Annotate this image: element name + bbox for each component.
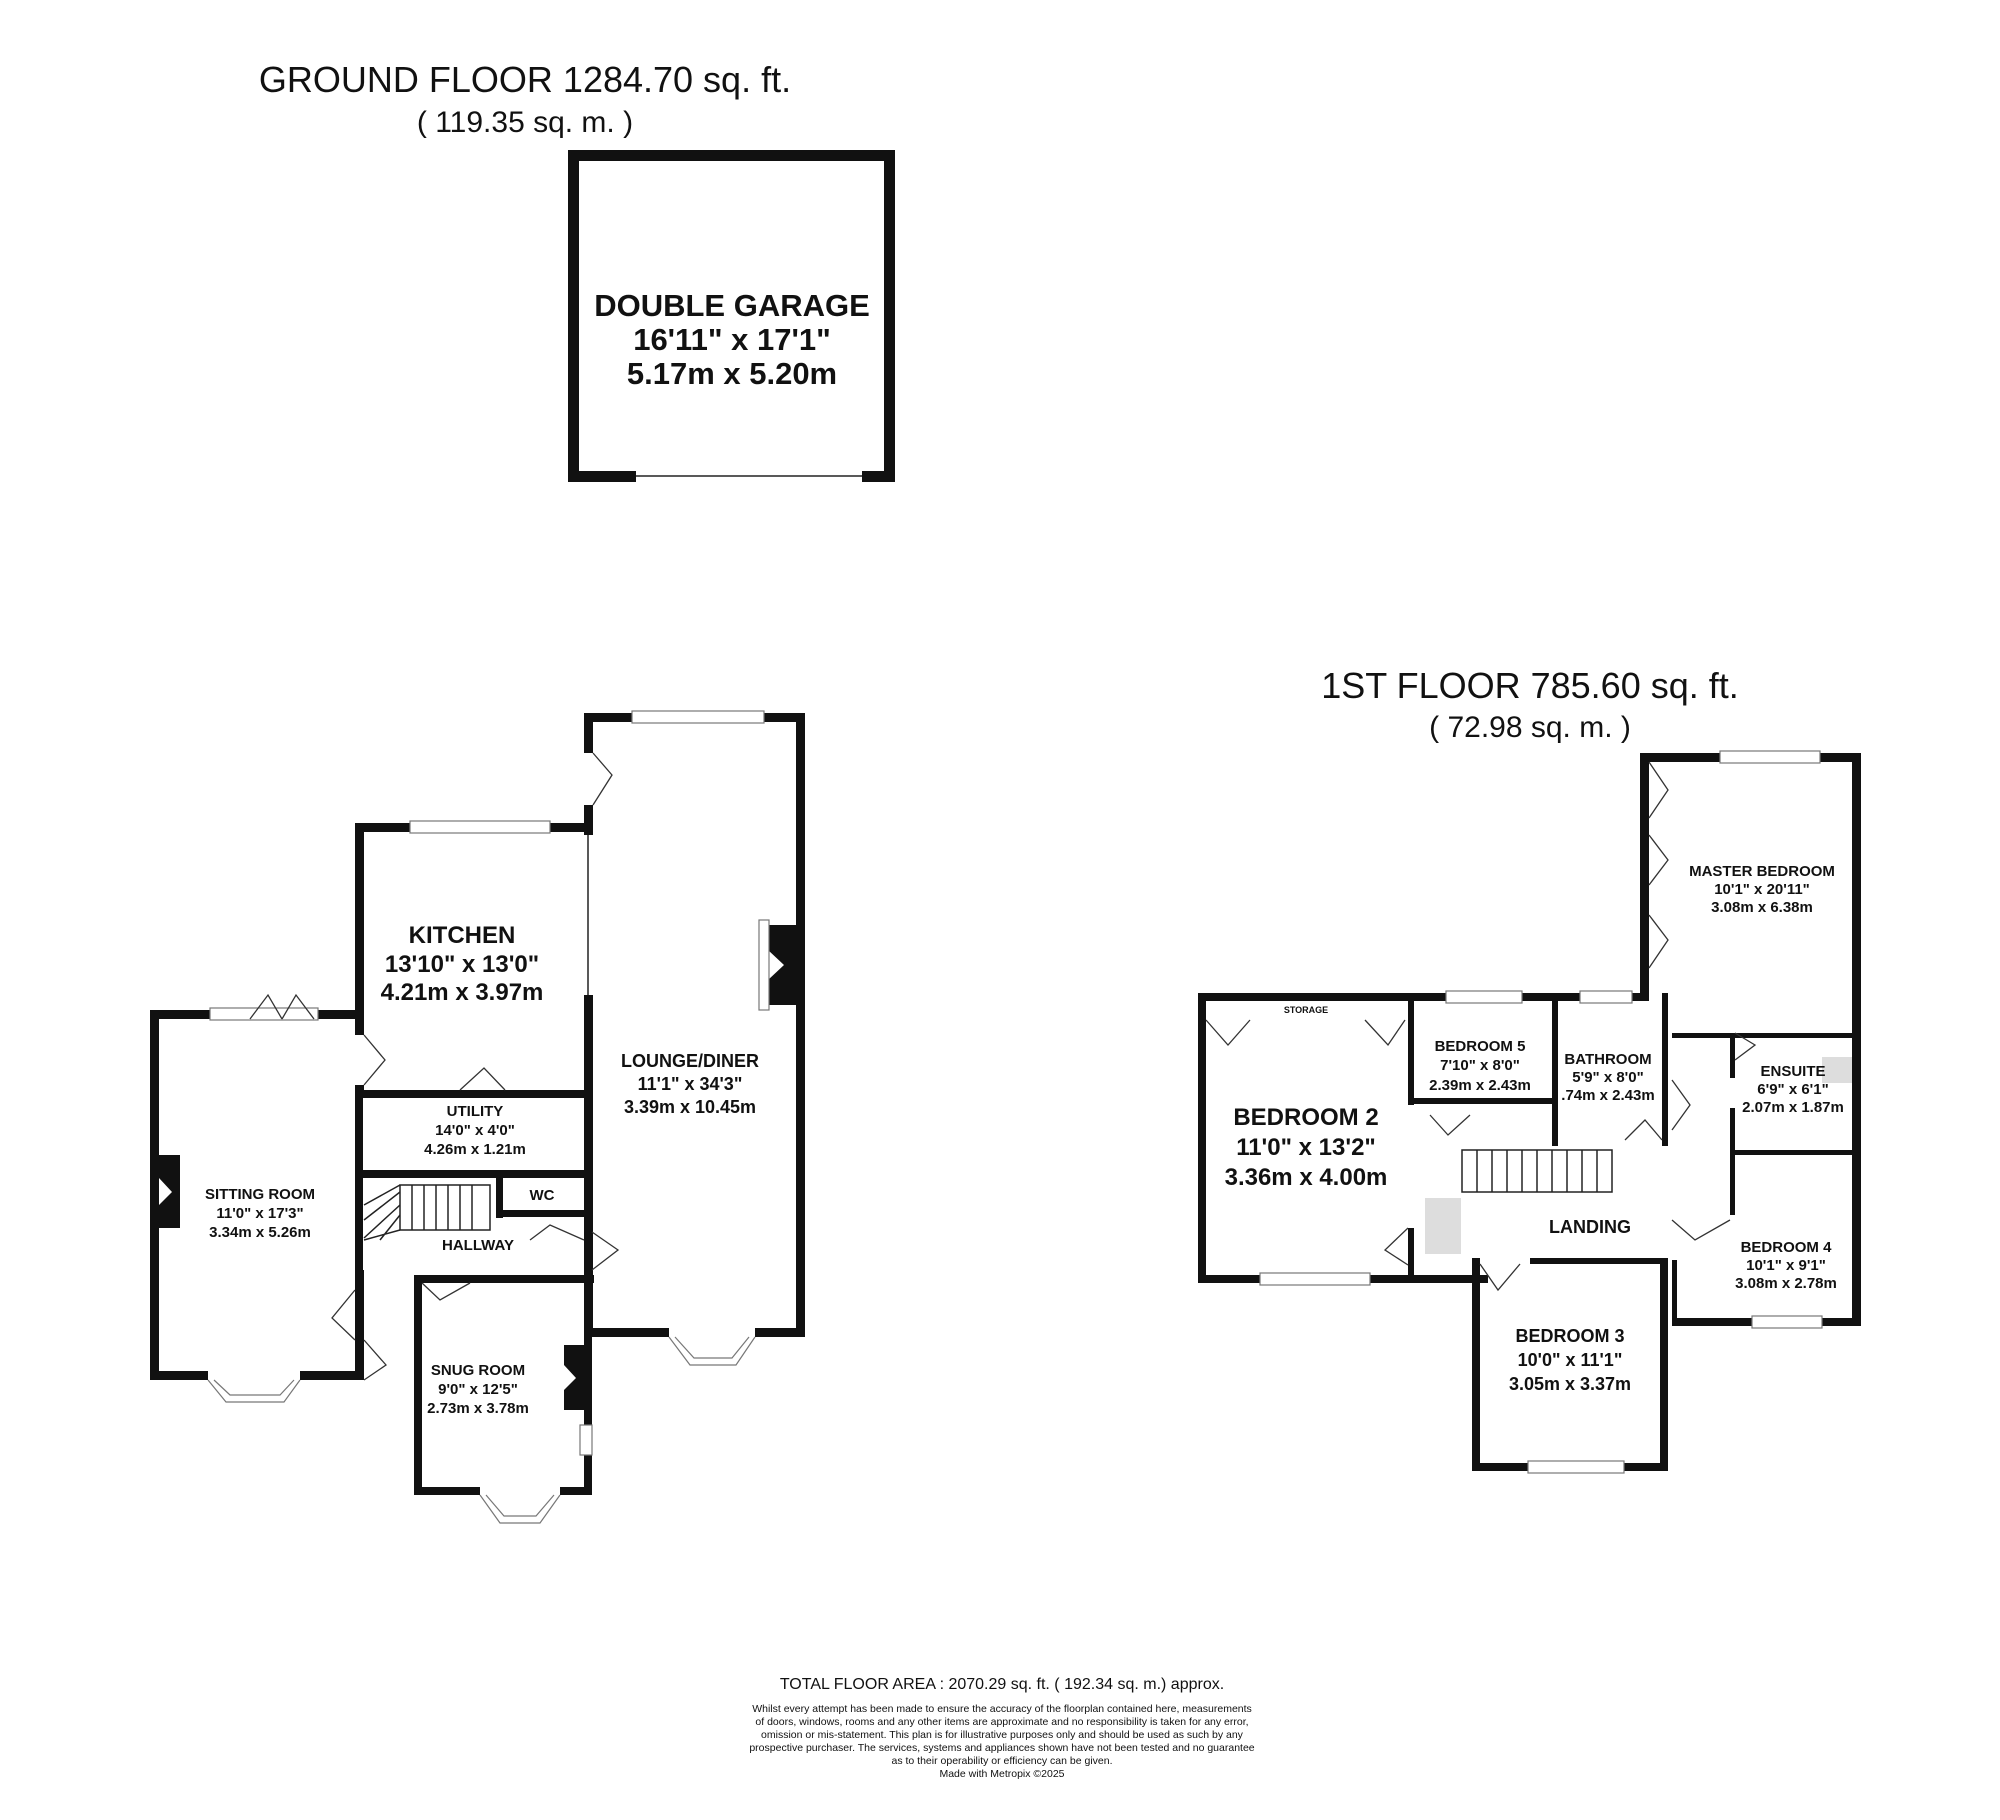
bedroom-2-name: BEDROOM 2 [1233,1104,1378,1131]
sitting-room-name: SITTING ROOM [205,1186,315,1203]
metropix-credit: Made with Metropix ©2025 [939,1768,1064,1780]
garage-walls [568,150,895,482]
first-floor-windows [1259,750,1852,1474]
bedroom-4-imperial: 10'1" x 9'1" [1746,1257,1826,1274]
master-bedroom-name: MASTER BEDROOM [1689,863,1835,880]
first-floor-subtitle: ( 72.98 sq. m. ) [1429,711,1631,744]
garage-imperial: 16'11" x 17'1" [633,322,831,357]
kitchen-imperial: 13'10" x 13'0" [385,951,539,978]
ensuite-metric: 2.07m x 1.87m [1742,1099,1844,1116]
ground-floor-doors [249,752,620,1381]
master-bedroom-metric: 3.08m x 6.38m [1711,899,1813,916]
bedroom-5-name: BEDROOM 5 [1435,1038,1526,1055]
disclaimer-line-3: omission or mis-statement. This plan is … [761,1729,1244,1741]
lounge-name: LOUNGE/DINER [621,1051,759,1071]
total-floor-area: TOTAL FLOOR AREA : 2070.29 sq. ft. ( 192… [780,1676,1224,1693]
sitting-room-imperial: 11'0" x 17'3" [216,1205,303,1222]
snug-name: SNUG ROOM [431,1362,525,1379]
lounge-metric: 3.39m x 10.45m [624,1097,756,1117]
utility-imperial: 14'0" x 4'0" [435,1122,515,1139]
bedroom-3-imperial: 10'0" x 11'1" [1518,1350,1623,1370]
disclaimer-line-1: Whilst every attempt has been made to en… [752,1703,1252,1715]
ground-floor-title: GROUND FLOOR 1284.70 sq. ft. [259,59,791,100]
snug-metric: 2.73m x 3.78m [427,1400,529,1417]
first-floor-doors [1205,761,1757,1292]
first-floor-stairs [1461,1149,1613,1193]
snug-imperial: 9'0" x 12'5" [438,1381,518,1398]
bathroom-metric: .74m x 2.43m [1561,1087,1654,1104]
ensuite-name: ENSUITE [1760,1063,1825,1080]
ensuite-imperial: 6'9" x 6'1" [1757,1081,1828,1098]
wc-name: WC [530,1187,555,1204]
hallway-name: HALLWAY [442,1237,514,1254]
kitchen-name: KITCHEN [409,922,516,949]
disclaimer-line-4: prospective purchaser. The services, sys… [749,1742,1254,1754]
sitting-room-metric: 3.34m x 5.26m [209,1224,311,1241]
bedroom-3-metric: 3.05m x 3.37m [1509,1374,1631,1394]
master-bedroom-imperial: 10'1" x 20'11" [1714,881,1810,898]
utility-name: UTILITY [447,1103,504,1120]
bedroom-2-imperial: 11'0" x 13'2" [1236,1134,1376,1161]
landing-name: LANDING [1549,1217,1631,1237]
utility-metric: 4.26m x 1.21m [424,1141,526,1158]
garage-metric: 5.17m x 5.20m [627,356,837,391]
bedroom-3-name: BEDROOM 3 [1515,1326,1624,1346]
bedroom-5-imperial: 7'10" x 8'0" [1440,1057,1520,1074]
disclaimer-line-2: of doors, windows, rooms and any other i… [755,1716,1248,1728]
garage-name: DOUBLE GARAGE [594,288,870,323]
first-floor-title: 1ST FLOOR 785.60 sq. ft. [1321,665,1739,706]
ground-floor-subtitle: ( 119.35 sq. m. ) [417,106,633,139]
bedroom-5-metric: 2.39m x 2.43m [1429,1077,1531,1094]
bathroom-name: BATHROOM [1564,1051,1651,1068]
bathroom-imperial: 5'9" x 8'0" [1572,1069,1643,1086]
disclaimer-line-5: as to their operability or efficiency ca… [891,1755,1112,1767]
kitchen-metric: 4.21m x 3.97m [381,979,544,1006]
lounge-imperial: 11'1" x 34'3" [638,1074,743,1094]
bedroom-2-metric: 3.36m x 4.00m [1225,1164,1388,1191]
bedroom-4-name: BEDROOM 4 [1741,1239,1833,1256]
ground-floor-windows [207,710,770,1524]
bedroom-4-metric: 3.08m x 2.78m [1735,1275,1837,1292]
storage-name: STORAGE [1284,1005,1328,1015]
ground-floor-stairs [363,1184,491,1241]
